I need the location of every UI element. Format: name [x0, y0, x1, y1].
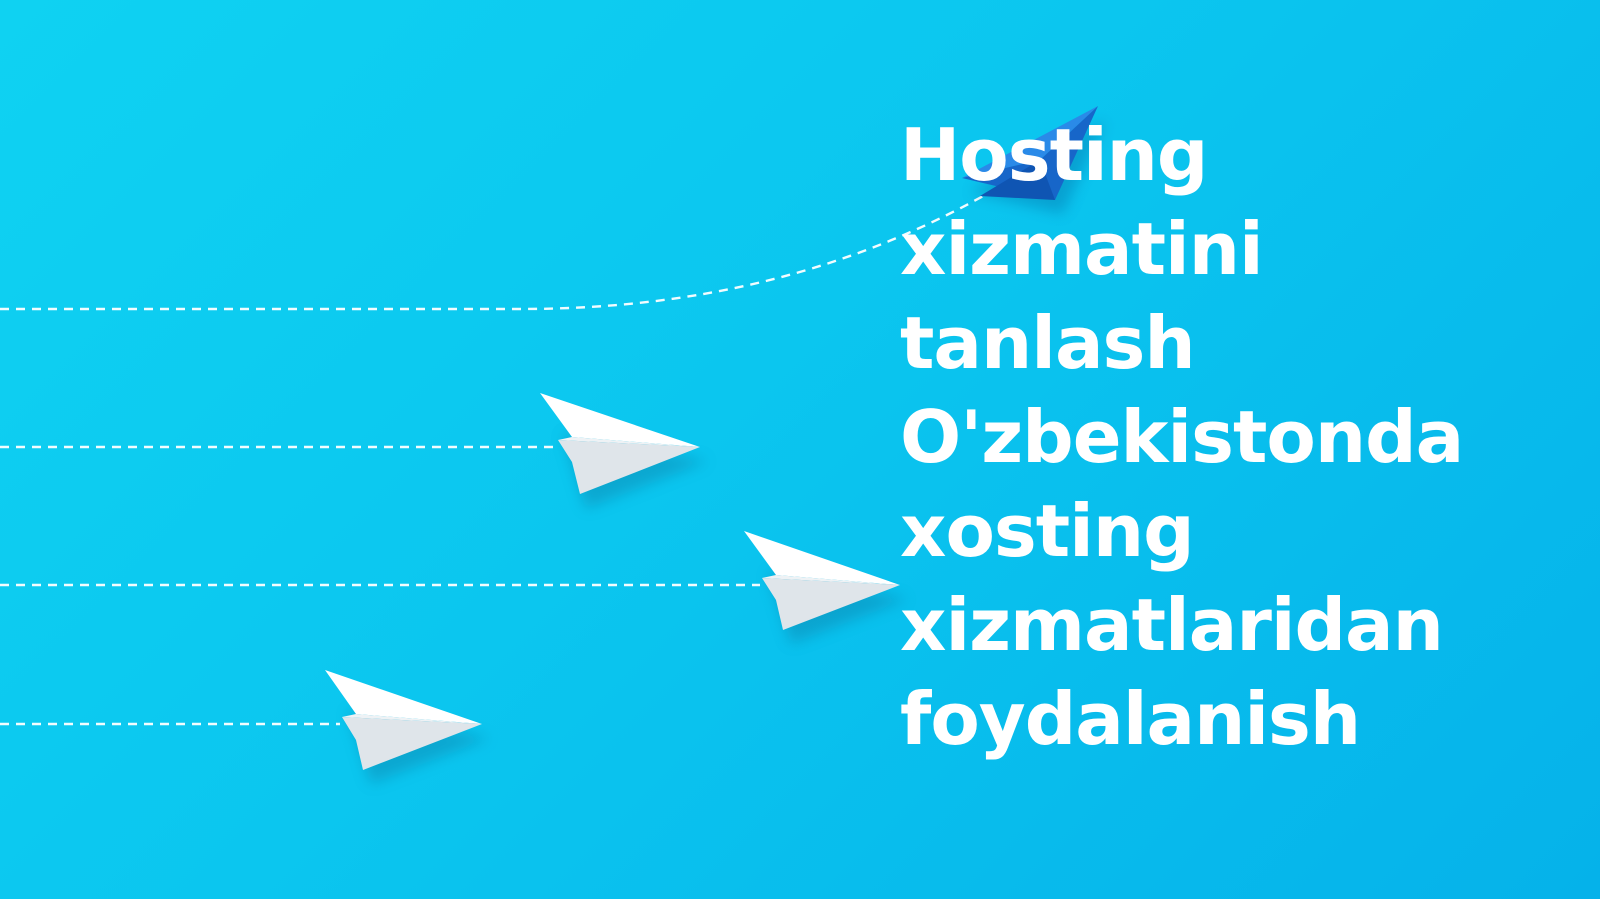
- headline-line-6: xizmatlaridan: [900, 583, 1444, 667]
- headline: Hosting xizmatini tanlash O'zbekistonda …: [900, 108, 1464, 766]
- headline-line-3: tanlash: [900, 301, 1196, 385]
- leader-plane: [962, 106, 1106, 214]
- headline-line-2: xizmatini: [900, 207, 1264, 291]
- headline-line-5: xosting: [900, 489, 1195, 573]
- headline-line-1: Hosting: [900, 113, 1208, 197]
- headline-line-7: foydalanish: [900, 677, 1361, 761]
- headline-line-4: O'zbekistonda: [900, 395, 1464, 479]
- follower-plane-2: [744, 531, 908, 644]
- follower-plane-3: [325, 670, 490, 784]
- follower-plane-1: [540, 393, 708, 509]
- leader-plane-trail: [0, 193, 986, 311]
